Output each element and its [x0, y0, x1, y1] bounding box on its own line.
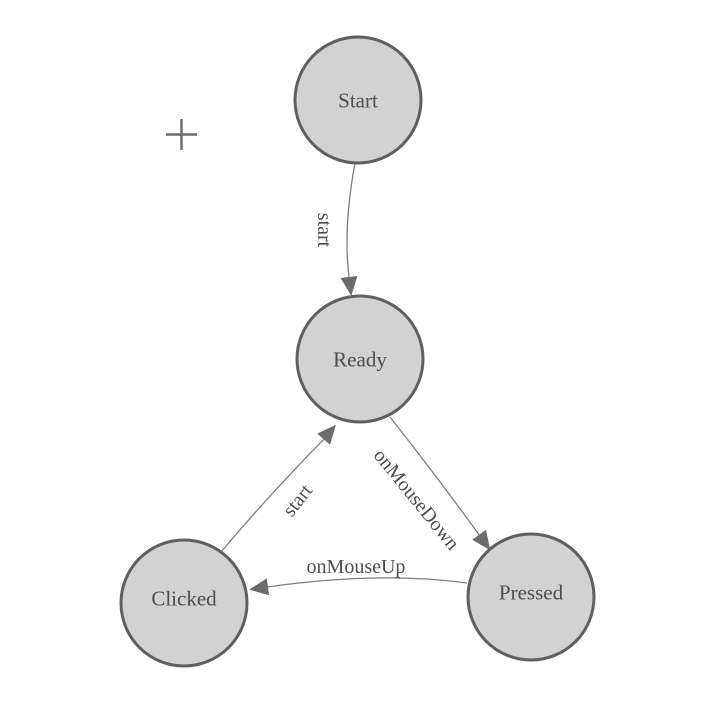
- transition-pressed-to-clicked[interactable]: onMouseUp: [249, 556, 468, 596]
- node-circle: [466, 532, 596, 662]
- transition-start-to-ready[interactable]: start: [313, 162, 358, 296]
- edge-line: [389, 416, 480, 536]
- node-label-pressed: Pressed: [499, 580, 564, 604]
- arrowhead: [472, 529, 491, 551]
- state-node-start[interactable]: Start: [293, 35, 423, 165]
- edge-label-start-1: start: [313, 213, 335, 248]
- state-node-ready[interactable]: Ready: [295, 294, 425, 424]
- edge-line: [346, 162, 356, 278]
- transition-ready-to-pressed[interactable]: onMouseDown: [369, 416, 491, 555]
- transition-clicked-to-ready[interactable]: start: [220, 424, 336, 553]
- node-label-ready: Ready: [333, 347, 387, 371]
- edge-line: [267, 577, 468, 588]
- edge-label-start-2: start: [279, 480, 318, 521]
- crosshair-cursor-icon: [166, 119, 197, 150]
- arrowhead: [249, 578, 270, 596]
- edge-line: [220, 438, 325, 553]
- arrowhead: [317, 424, 336, 445]
- node-circle: [119, 538, 249, 668]
- edge-label-onmouseup: onMouseUp: [307, 556, 406, 578]
- node-label-start: Start: [338, 88, 378, 112]
- state-node-pressed[interactable]: Pressed: [466, 532, 596, 662]
- state-node-clicked[interactable]: Clicked: [119, 538, 249, 668]
- edge-label-onmousedown: onMouseDown: [369, 445, 464, 555]
- arrowhead: [340, 276, 358, 296]
- node-circle: [295, 294, 425, 424]
- node-circle: [293, 35, 423, 165]
- node-label-clicked: Clicked: [151, 586, 217, 610]
